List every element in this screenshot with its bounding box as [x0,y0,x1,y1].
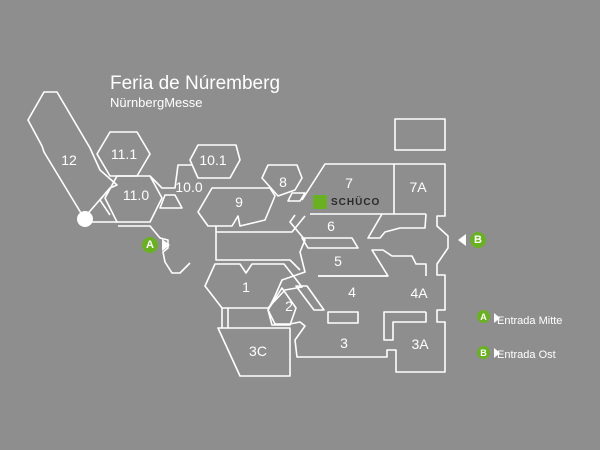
hall-label: 3A [411,336,429,352]
entrance-b-badge[interactable]: B [470,232,486,248]
hall-4-box [327,311,359,324]
schuco-logo-text: SCHÜCO [331,197,381,208]
entrance-a-arrow-icon [162,239,170,251]
schuco-logo-icon [313,195,327,209]
hall-label: 11.1 [110,146,138,162]
hall-label: 7 [345,175,353,191]
entrance-a-path [118,225,191,274]
hall-3c-outline[interactable] [217,327,291,377]
hall-8-outline[interactable] [261,164,303,197]
hall-9-lower [215,226,301,271]
hall-label: 8 [279,174,287,190]
hall-label: 5 [334,253,342,269]
hall-3a-outline [383,311,427,341]
hall-label: 3C [249,343,267,359]
hall-label: 3 [340,335,348,351]
hall-label: 12 [61,152,77,168]
legend-b-arrow-icon [494,348,500,358]
legend-a-arrow-icon [494,313,500,323]
location-marker[interactable] [77,211,93,227]
hall-label: 4 [348,284,356,300]
hall-9-outline[interactable] [197,187,276,227]
hall-1-outline[interactable] [204,263,303,309]
hall-6-outline [367,213,427,239]
hall-label: 10.0 [175,179,203,195]
legend-entrada-ost: Entrada Ost [497,349,556,361]
page-title: Feria de Núremberg [110,73,281,94]
legend-b-badge: B [477,346,490,359]
hall-7-outline[interactable] [267,163,449,373]
hall-label: 7A [409,179,427,195]
entrance-b-arrow-icon [458,234,466,246]
hall-label: 10.1 [199,152,227,168]
hall-top-outline[interactable] [394,118,446,151]
hall-5-outline [318,249,427,277]
connector [287,192,306,202]
hall-2-outline[interactable] [267,287,297,326]
legend-a-badge: A [477,310,490,323]
hall-10-0-outline [149,164,192,189]
hall-label: 9 [235,194,243,210]
hall-corridor [216,215,306,233]
entrance-a-badge[interactable]: A [142,237,158,253]
legend-entrada-mitte: Entrada Mitte [497,315,563,327]
hall-10-1-outline[interactable] [189,144,241,179]
page-subtitle: NürnbergMesse [110,95,203,110]
hall-label: 2 [285,298,293,314]
hall-10-0-outline[interactable] [159,194,183,209]
hall-label: 4A [410,285,428,301]
hall-label: 6 [327,218,335,234]
hall-label: 1 [242,279,250,295]
path [99,187,111,216]
hall-4-inner [295,285,325,311]
hall-6-inner [301,237,359,249]
hall-label: 11.0 [122,187,150,203]
